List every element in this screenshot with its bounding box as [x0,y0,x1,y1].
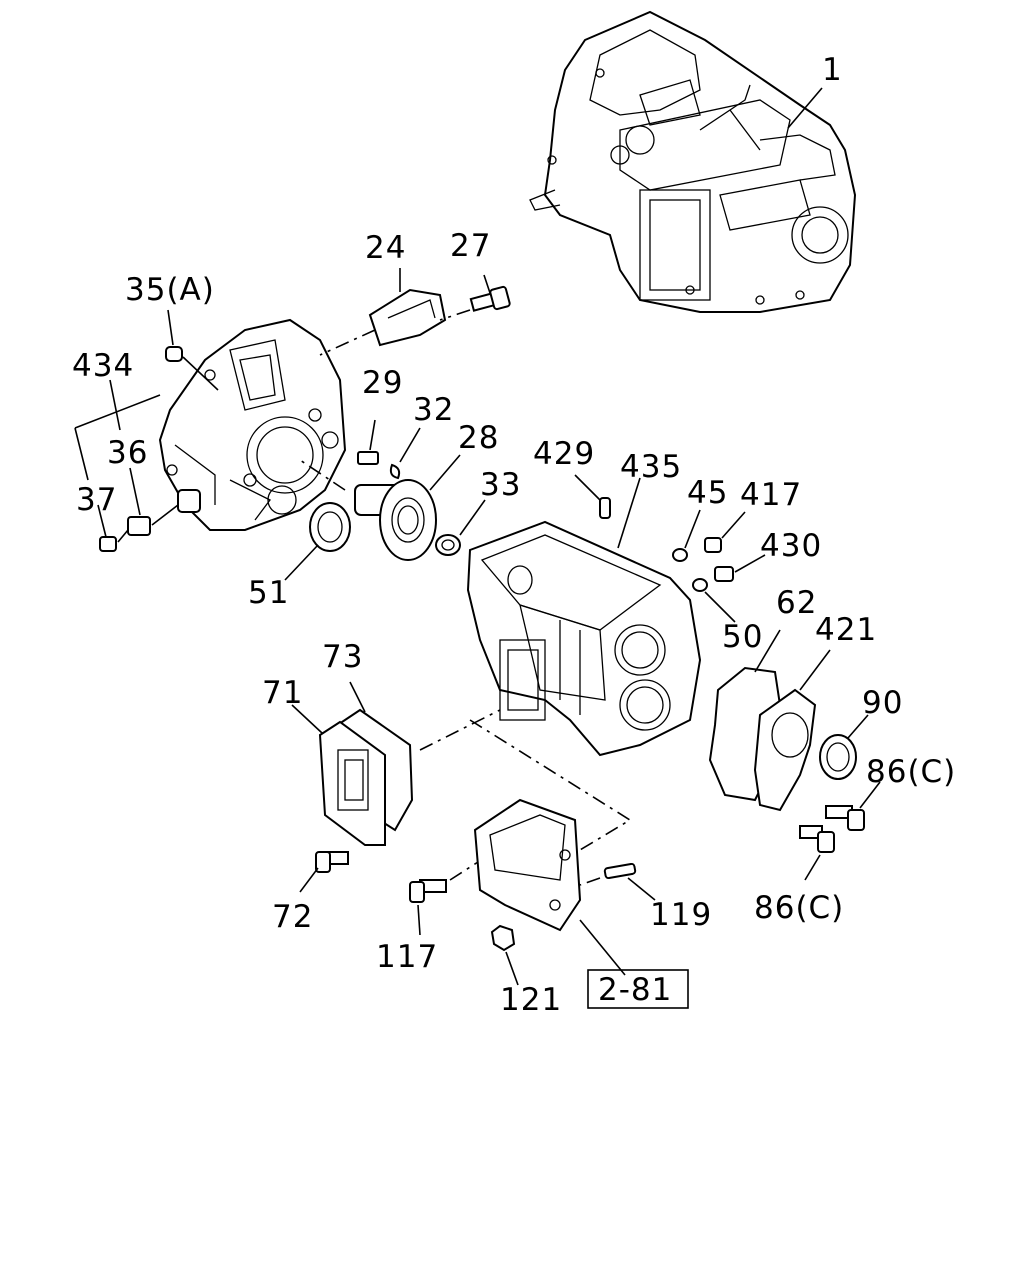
label-429: 429 [533,436,595,472]
washer-45 [672,548,688,562]
nut-121 [490,924,516,952]
label-51: 51 [248,575,289,611]
bearing-retainer-28 [354,479,437,561]
bolt-27 [469,285,511,312]
clutch-housing [158,318,347,531]
label-28: 28 [458,420,499,456]
washer-50 [692,578,708,592]
plug-35a [165,346,183,362]
reference-box [587,969,689,1009]
stud-119 [603,862,637,880]
label-35a: 35(A) [125,272,215,308]
label-50: 50 [722,619,763,655]
label-36: 36 [107,435,148,471]
label-435: 435 [620,449,682,485]
label-24: 24 [365,230,406,266]
label-421: 421 [815,612,877,648]
label-73: 73 [322,639,363,675]
label-32: 32 [413,392,454,428]
seal-33 [435,534,461,556]
bushing-boss [177,489,201,513]
label-27: 27 [450,228,491,264]
label-86c-lower: 86(C) [754,890,844,926]
label-1: 1 [822,52,843,88]
label-430: 430 [760,528,822,564]
bolt-29 [357,451,379,465]
bolt-86c-lower [799,825,835,853]
clip-32 [389,463,401,480]
pto-cover [473,798,582,932]
label-72: 72 [272,899,313,935]
label-119: 119 [650,897,712,933]
label-45: 45 [687,475,728,511]
label-86c-upper: 86(C) [866,754,956,790]
bolt-417 [704,537,722,553]
label-29: 29 [362,365,403,401]
label-117: 117 [376,939,438,975]
label-33: 33 [480,467,521,503]
pin-429 [599,497,611,519]
label-417: 417 [740,477,802,513]
bolt-86c-upper [825,805,865,831]
seal-51 [309,502,351,552]
label-121: 121 [500,982,562,1018]
label-71: 71 [262,675,303,711]
transmission-assembly [529,10,857,313]
label-90: 90 [862,685,903,721]
label-434: 434 [72,348,134,384]
bolt-430 [714,566,734,582]
cover-421 [753,688,817,812]
plate-24 [368,288,447,347]
bushing-cap [99,536,117,552]
cover-71 [318,720,386,846]
seal-90 [819,734,857,780]
label-2-81: 2-81 [598,972,672,1008]
label-37: 37 [76,482,117,518]
transmission-case [466,520,702,757]
label-62: 62 [776,585,817,621]
bushing [127,516,151,536]
